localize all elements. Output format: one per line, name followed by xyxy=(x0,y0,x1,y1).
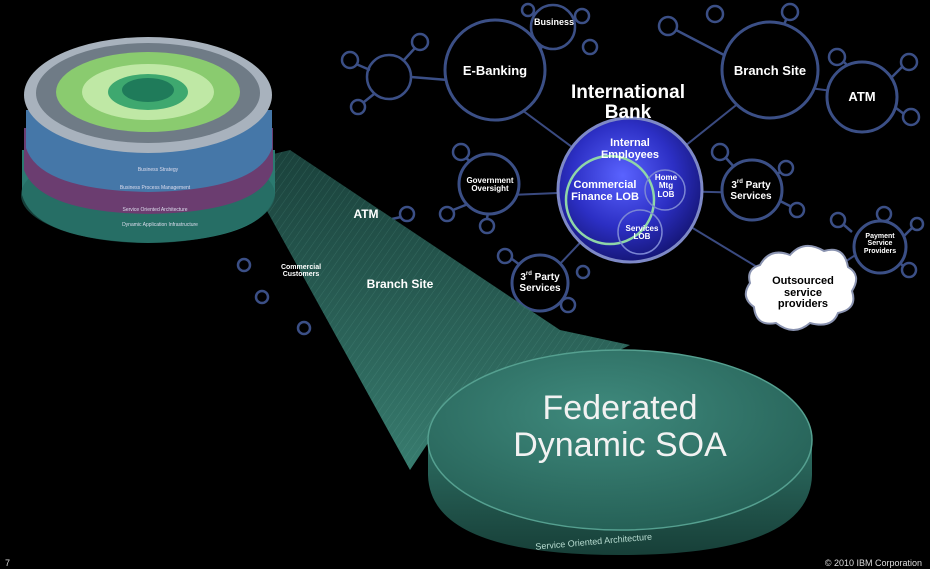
outsourced-line1: Outsourced xyxy=(772,275,834,287)
services-lob-line2: LOB xyxy=(633,232,651,242)
third-party-right-node xyxy=(720,158,784,222)
third-party-lower-sup: rd xyxy=(525,271,532,277)
commercial-line1: Commercial xyxy=(573,179,637,191)
third-party-right-party: Party xyxy=(742,180,771,191)
payment-line3: Providers xyxy=(863,247,897,255)
home-line3: LOB xyxy=(657,189,675,199)
atm-right-label: ATM xyxy=(848,89,876,104)
home-line2: Mtg xyxy=(658,181,674,191)
e-banking-node xyxy=(443,18,547,122)
branch-site-node xyxy=(720,20,820,120)
outsourced-line2: service xyxy=(784,286,822,299)
bank-title-line1: International xyxy=(570,82,685,103)
international-bank-hub xyxy=(556,116,704,264)
hub-nodes xyxy=(443,18,908,313)
outsourced-cloud xyxy=(744,244,858,331)
third-party-lower-digit: 3 xyxy=(520,272,526,283)
stack-layer-dai: Dynamic Application Infrastructure xyxy=(122,222,198,228)
third-party-lower-node xyxy=(510,253,570,313)
stack-layer-business-strategy: Business Strategy xyxy=(137,167,179,173)
third-party-lower-services: Services xyxy=(519,282,561,294)
e-banking-label: E-Banking xyxy=(462,63,528,78)
page-number: 7 xyxy=(5,558,11,568)
outsourced-providers-label: Outsourced service providers xyxy=(763,275,843,311)
commercial-customers-line1: Commercial xyxy=(280,264,322,271)
services-lob-label: Services LOB xyxy=(620,224,664,242)
atm-node xyxy=(825,60,899,134)
services-lob-line1: Services xyxy=(625,224,659,233)
beam-branch-site-label: Branch Site xyxy=(366,277,434,291)
payment-node xyxy=(852,219,908,275)
gov-line1: Government xyxy=(466,176,514,185)
internal-line2: Employees xyxy=(600,148,660,161)
federated-line1: Federated xyxy=(542,389,698,427)
beam-atm-label: ATM xyxy=(353,207,379,221)
architecture-stack xyxy=(21,37,275,243)
internal-employees-label: Internal Employees xyxy=(590,137,670,161)
third-party-right-sup: rd xyxy=(736,179,743,185)
commercial-finance-label: Commercial Finance LOB xyxy=(565,179,645,203)
third-party-right-services: Services xyxy=(730,190,772,202)
outsourced-line3: providers xyxy=(777,298,829,311)
government-oversight-label: Government Oversight xyxy=(459,176,521,194)
payment-providers-label: Payment Service Providers xyxy=(856,233,904,255)
stack-layer-bpm: Business Process Management xyxy=(119,185,191,191)
beam-commercial-customers-label: Commercial Customers xyxy=(268,264,334,279)
business-label: Business xyxy=(533,17,575,27)
federated-title: Federated Dynamic SOA xyxy=(470,389,770,465)
branch-site-right-label: Branch Site xyxy=(733,63,807,78)
federated-line2: Dynamic SOA xyxy=(513,426,727,465)
home-mtg-lob-label: Home Mtg LOB xyxy=(648,173,684,199)
payment-line1: Payment xyxy=(865,233,895,240)
gov-line2: Oversight xyxy=(471,184,509,194)
copyright: © 2010 IBM Corporation xyxy=(824,558,922,568)
bank-title: International Bank xyxy=(553,83,703,123)
home-line1: Home xyxy=(654,173,678,182)
stack-layer-soa: Service Oriented Architecture xyxy=(122,207,188,213)
government-node xyxy=(457,152,521,216)
third-party-right-digit: 3 xyxy=(731,180,737,191)
commercial-line2: Finance LOB xyxy=(571,190,639,203)
third-party-lower-party: Party xyxy=(531,272,560,283)
third-party-right-label: 3rd Party Services xyxy=(722,179,780,202)
bank-title-line2: Bank xyxy=(604,101,652,123)
third-party-lower-label: 3rd Party Services xyxy=(512,271,568,294)
federated-disk xyxy=(427,349,813,555)
commercial-customers-line2: Customers xyxy=(282,271,320,279)
payment-line2: Service xyxy=(867,240,893,248)
internal-line1: Internal xyxy=(610,137,650,149)
